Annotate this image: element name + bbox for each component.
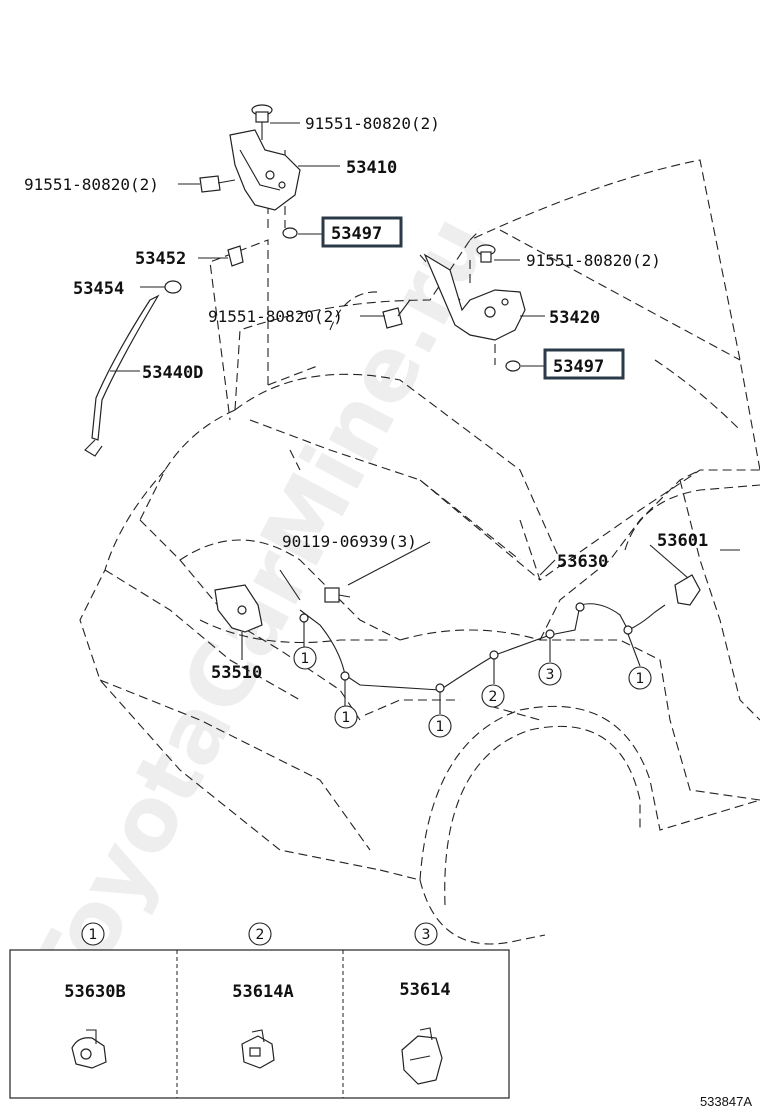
bolt-top-icon	[251, 104, 273, 140]
legend-part-number: 53614A	[232, 982, 293, 1002]
cushion-icon	[227, 245, 244, 267]
clamp-icon	[241, 1029, 275, 1069]
label-cable: 53630	[557, 552, 608, 572]
screw-icon	[324, 587, 351, 603]
hood-hinge-right-icon	[423, 253, 526, 341]
figure-reference: 533847A	[700, 1094, 752, 1109]
label-support-rod: 53440D	[142, 363, 203, 383]
svg-text:1: 1	[342, 710, 351, 726]
label-washer-left: 53497	[331, 224, 382, 244]
callout-marker: 1	[628, 666, 652, 690]
clip-icon	[164, 280, 182, 294]
release-lever-icon	[674, 574, 701, 606]
svg-text:3: 3	[546, 667, 555, 683]
legend-table: 1 53630B 2 53614A 3 53614	[9, 922, 510, 1099]
label-bolt-right: 91551-80820(2)	[526, 251, 661, 270]
svg-text:1: 1	[436, 719, 445, 735]
legend-marker: 1	[89, 927, 98, 943]
bolt-middle-icon	[382, 299, 411, 329]
label-washer-right: 53497	[553, 357, 604, 377]
callout-marker: 2	[481, 684, 505, 708]
label-clip: 53454	[73, 279, 124, 299]
highlight-box-washer-right	[543, 348, 625, 380]
hood-hinge-left-icon	[229, 129, 301, 211]
label-hinge-right: 53420	[549, 308, 600, 328]
leader-lines	[110, 122, 740, 721]
svg-text:1: 1	[301, 651, 310, 667]
label-bolt-left: 91551-80820(2)	[24, 175, 159, 194]
washer-right-icon	[505, 360, 521, 372]
car-body-outline	[79, 159, 760, 945]
label-hinge-left: 53410	[346, 158, 397, 178]
legend-part-number: 53630B	[64, 982, 125, 1002]
legend-cell-3: 3 53614	[399, 922, 451, 1085]
legend-cell-2: 2 53614A	[232, 922, 294, 1069]
label-screw: 90119-06939(3)	[282, 532, 417, 551]
svg-text:2: 2	[489, 689, 498, 705]
bolt-left-icon	[199, 175, 236, 193]
hood-lock-icon	[214, 569, 301, 633]
label-bolt-middle: 91551-80820(2)	[208, 307, 343, 326]
legend-part-number: 53614	[399, 980, 450, 1000]
support-rod-icon	[84, 294, 160, 457]
clamp-icon	[71, 1029, 107, 1069]
label-cushion: 53452	[135, 249, 186, 269]
washer-left-icon	[282, 227, 298, 239]
callout-marker: 1	[293, 646, 317, 670]
release-cable	[299, 603, 666, 691]
clamp-icon	[401, 1027, 443, 1085]
callout-marker: 1	[334, 705, 358, 729]
bolt-right-icon	[476, 244, 496, 263]
callout-marker: 3	[538, 662, 562, 686]
legend-marker: 3	[422, 927, 431, 943]
legend-cell-1: 1 53630B	[64, 922, 126, 1069]
callout-marker: 1	[428, 714, 452, 738]
label-release-lever: 53601	[657, 531, 708, 551]
legend-marker: 2	[256, 927, 265, 943]
label-bolt-top: 91551-80820(2)	[305, 114, 440, 133]
label-lock: 53510	[211, 663, 262, 683]
highlight-box-washer-left	[321, 216, 403, 248]
svg-text:1: 1	[636, 671, 645, 687]
